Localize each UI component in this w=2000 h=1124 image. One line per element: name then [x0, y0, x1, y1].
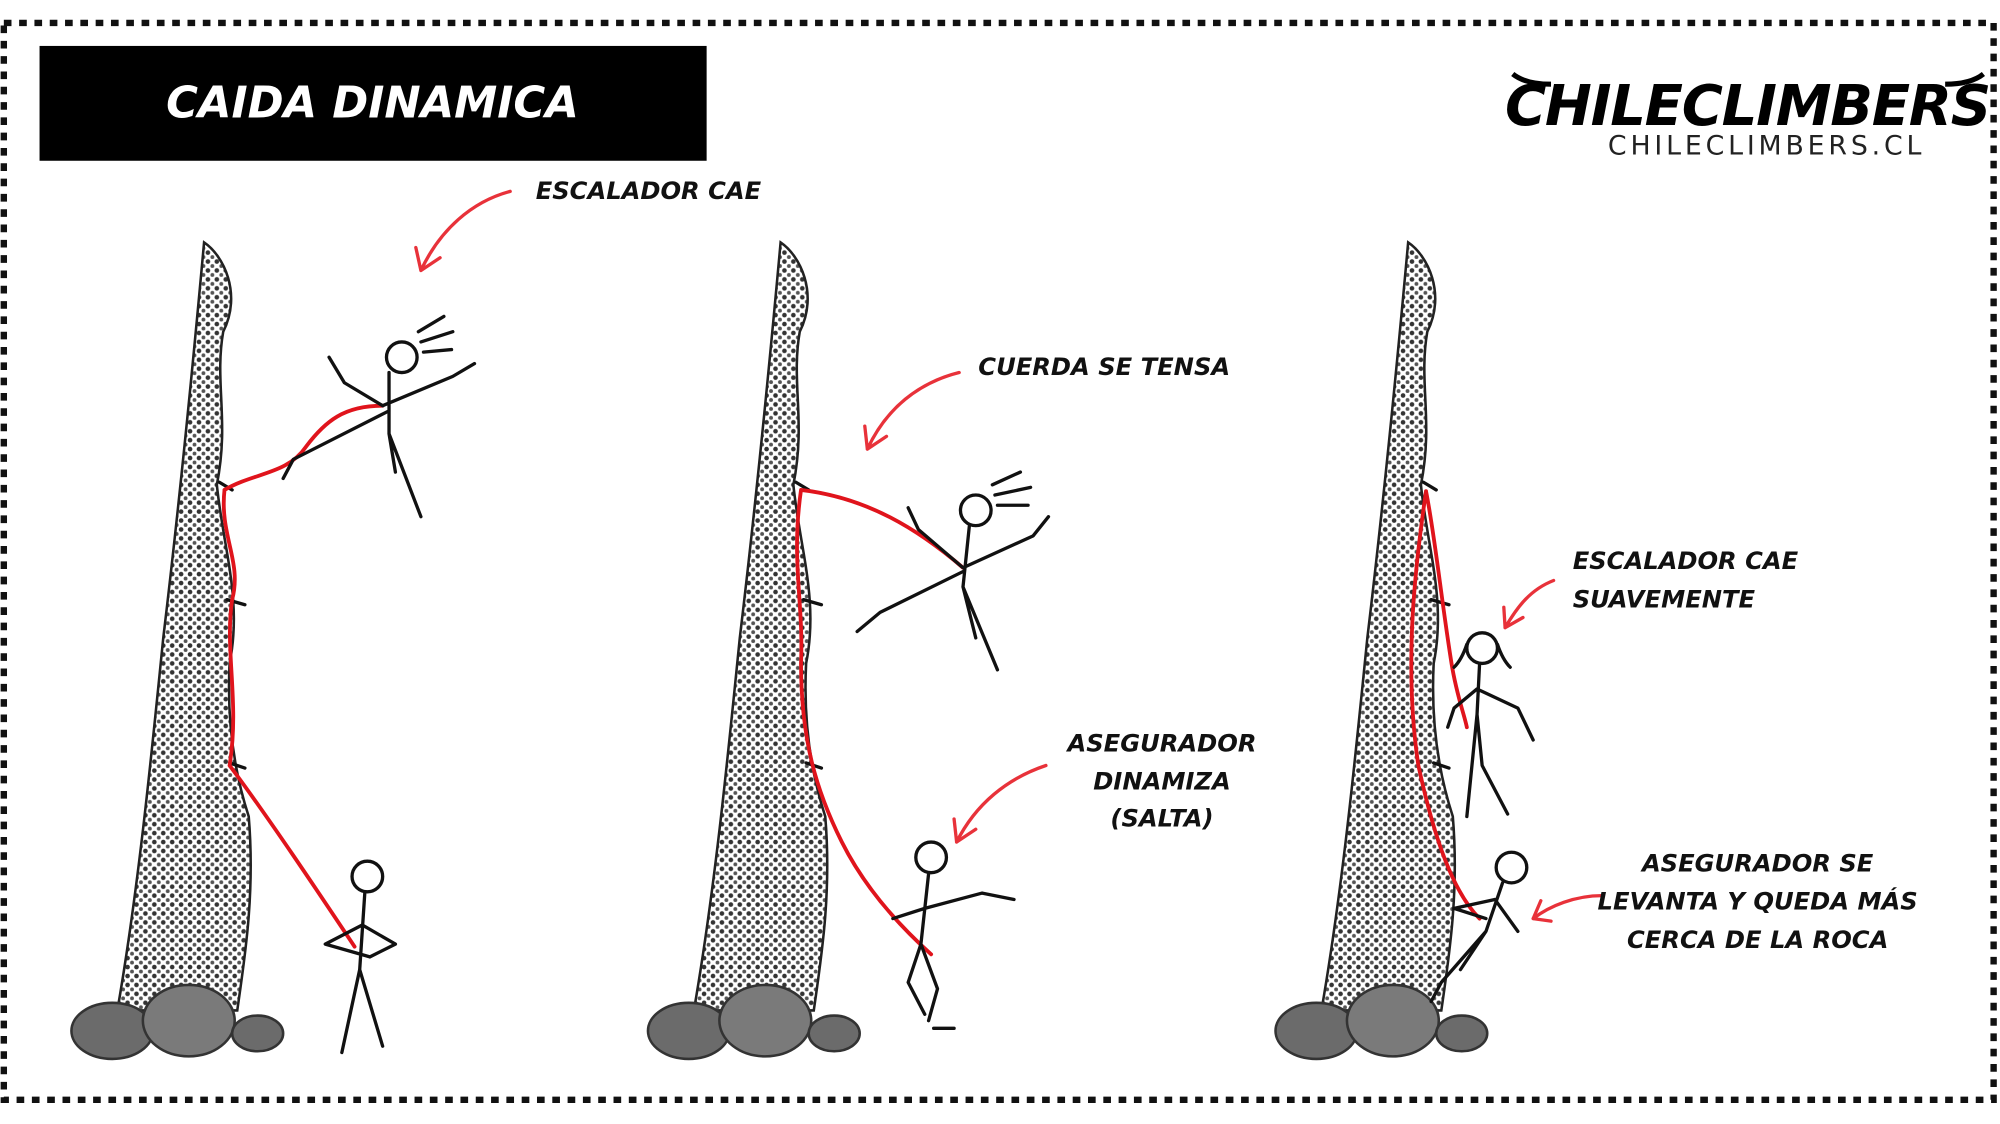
- rock-spire: [69, 240, 285, 1061]
- label-cerca-de-la-roca: CERCA DE LA ROCA: [1627, 926, 1888, 954]
- arrow-icon: [952, 763, 1048, 844]
- rock-spire: [646, 240, 862, 1061]
- title-banner: [39, 45, 707, 161]
- climber-lowered: [1446, 631, 1535, 819]
- chileclimbers-logo: CHILECLIMBERS CHILECLIMBERS.CL: [1505, 71, 1991, 161]
- arrow-icon: [414, 189, 512, 273]
- label-escalador-cae-suavemente-2: SUAVEMENTE: [1573, 585, 1756, 613]
- arrow-icon: [1502, 578, 1556, 630]
- panel-3-soft-catch: ESCALADOR CAE SUAVEMENTE ASEGURADOR SE L…: [1273, 240, 1918, 1061]
- label-escalador-cae: ESCALADOR CAE: [536, 177, 762, 205]
- panel-2-rope-tightens: CUERDA SE TENSA ASEGURADOR DINAMIZA (SAL…: [646, 240, 1256, 1061]
- rock-spire: [1273, 240, 1489, 1061]
- label-cuerda-se-tensa: CUERDA SE TENSA: [978, 353, 1230, 381]
- label-asegurador: ASEGURADOR: [1065, 729, 1256, 757]
- arrow-icon: [863, 370, 961, 451]
- belayer-jumping: [891, 840, 1016, 1030]
- label-escalador-cae-suavemente-1: ESCALADOR CAE: [1573, 547, 1799, 575]
- falling-climber: [855, 470, 1051, 672]
- falling-climber: [281, 314, 477, 519]
- arrow-icon: [1531, 893, 1604, 923]
- logo-url: CHILECLIMBERS.CL: [1608, 130, 1925, 161]
- label-levanta: LEVANTA Y QUEDA MÁS: [1598, 887, 1918, 916]
- belayer: [323, 859, 398, 1055]
- page-title: CAIDA DINAMICA: [166, 78, 579, 128]
- label-dinamiza: DINAMIZA: [1093, 768, 1231, 796]
- rope: [1409, 489, 1482, 921]
- belayer-standing: [1429, 850, 1529, 1004]
- label-salta: (SALTA): [1110, 805, 1213, 833]
- rope: [221, 403, 385, 949]
- logo-wordmark: CHILECLIMBERS: [1505, 74, 1990, 139]
- label-asegurador-se: ASEGURADOR SE: [1640, 849, 1874, 877]
- panel-1-climber-falls: ESCALADOR CAE: [69, 177, 762, 1061]
